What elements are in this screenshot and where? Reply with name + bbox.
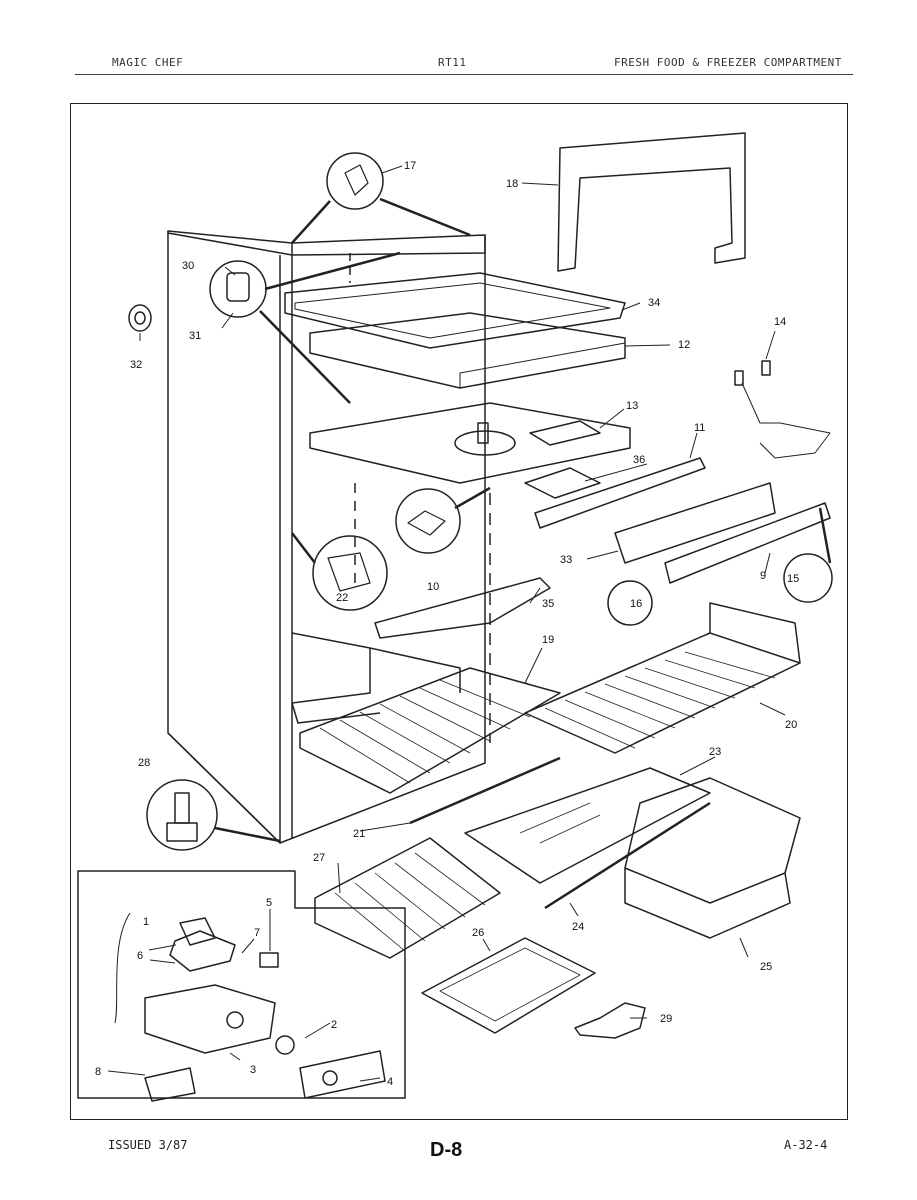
part-23-glass-cover xyxy=(464,767,711,884)
footer-code: A-32-4 xyxy=(784,1138,828,1152)
callout-18: 18 xyxy=(506,178,518,190)
callout-30: 30 xyxy=(182,260,194,272)
callout-32: 32 xyxy=(130,359,142,371)
callout-28: 28 xyxy=(138,757,150,769)
callout-17: 17 xyxy=(404,160,416,172)
zoom-circle-16 xyxy=(607,580,653,626)
callout-6: 6 xyxy=(137,950,143,962)
zoom-circle-30-31 xyxy=(209,260,267,318)
header-rule xyxy=(75,74,853,75)
callout-36: 36 xyxy=(633,454,645,466)
zoom-circle-10 xyxy=(395,488,461,554)
callout-5: 5 xyxy=(266,897,272,909)
zoom-circle-17 xyxy=(326,152,384,210)
callout-11: 11 xyxy=(694,422,705,434)
exploded-parts-diagram: 17 18 30 31 32 34 12 14 13 11 36 33 9 15… xyxy=(77,132,833,1102)
callout-3: 3 xyxy=(250,1064,256,1076)
part-35-bracket xyxy=(374,577,551,639)
part-13-panel xyxy=(309,402,631,484)
part-33-rail xyxy=(614,482,776,564)
part-32-nut xyxy=(128,304,152,332)
callout-23: 23 xyxy=(709,746,721,758)
callout-13: 13 xyxy=(626,400,638,412)
header-brand: MAGIC CHEF xyxy=(112,56,184,69)
callout-14: 14 xyxy=(774,316,786,328)
part-11-rail xyxy=(534,457,706,529)
callout-2: 2 xyxy=(331,1019,337,1031)
zoom-circle-15 xyxy=(783,553,833,603)
callout-8: 8 xyxy=(95,1066,101,1078)
header-model: RT11 xyxy=(438,56,467,69)
callout-31: 31 xyxy=(189,330,201,342)
callout-9: 9 xyxy=(760,570,766,582)
callout-1: 1 xyxy=(143,916,149,928)
page-number: D-8 xyxy=(430,1139,463,1161)
callout-22: 22 xyxy=(336,592,348,604)
callout-29: 29 xyxy=(660,1013,672,1025)
part-26-ice-tray xyxy=(421,937,596,1034)
inset-thermostat xyxy=(77,870,406,1102)
callout-leaders xyxy=(107,165,786,1082)
part-21-rod xyxy=(409,756,561,825)
callout-16: 16 xyxy=(630,598,642,610)
callout-27: 27 xyxy=(313,852,325,864)
part-36-plate xyxy=(524,467,601,499)
part-19-wire-shelf xyxy=(299,667,561,794)
part-20-wire-shelf xyxy=(524,602,801,754)
callout-labels: 17 18 30 31 32 34 12 14 13 11 36 33 9 15… xyxy=(95,160,799,1088)
callout-4: 4 xyxy=(387,1076,393,1088)
callout-19: 19 xyxy=(542,634,554,646)
callout-12: 12 xyxy=(678,339,690,351)
header-section: FRESH FOOD & FREEZER COMPARTMENT xyxy=(614,56,842,69)
callout-20: 20 xyxy=(785,719,797,731)
callout-26: 26 xyxy=(472,927,484,939)
callout-35: 35 xyxy=(542,598,554,610)
zoom-leaders xyxy=(214,197,832,843)
diagram-frame xyxy=(70,103,848,1120)
callout-7: 7 xyxy=(254,927,260,939)
part-29-scoop xyxy=(574,1002,646,1039)
part-27-basket xyxy=(314,837,501,959)
callout-34: 34 xyxy=(648,297,660,309)
part-34-shelf-frame xyxy=(284,272,626,349)
part-14-harness xyxy=(741,382,831,459)
callout-15: 15 xyxy=(787,573,799,585)
part-18-trim xyxy=(557,132,746,272)
callout-21: 21 xyxy=(353,828,365,840)
callout-25: 25 xyxy=(760,961,772,973)
cabinet xyxy=(167,230,491,844)
zoom-circle-22 xyxy=(312,535,388,611)
footer-issued: ISSUED 3/87 xyxy=(108,1138,188,1152)
part-9-rail xyxy=(664,502,831,584)
callout-10: 10 xyxy=(427,581,439,593)
zoom-circle-28 xyxy=(146,779,218,851)
callout-33: 33 xyxy=(560,554,572,566)
callout-24: 24 xyxy=(572,921,584,933)
